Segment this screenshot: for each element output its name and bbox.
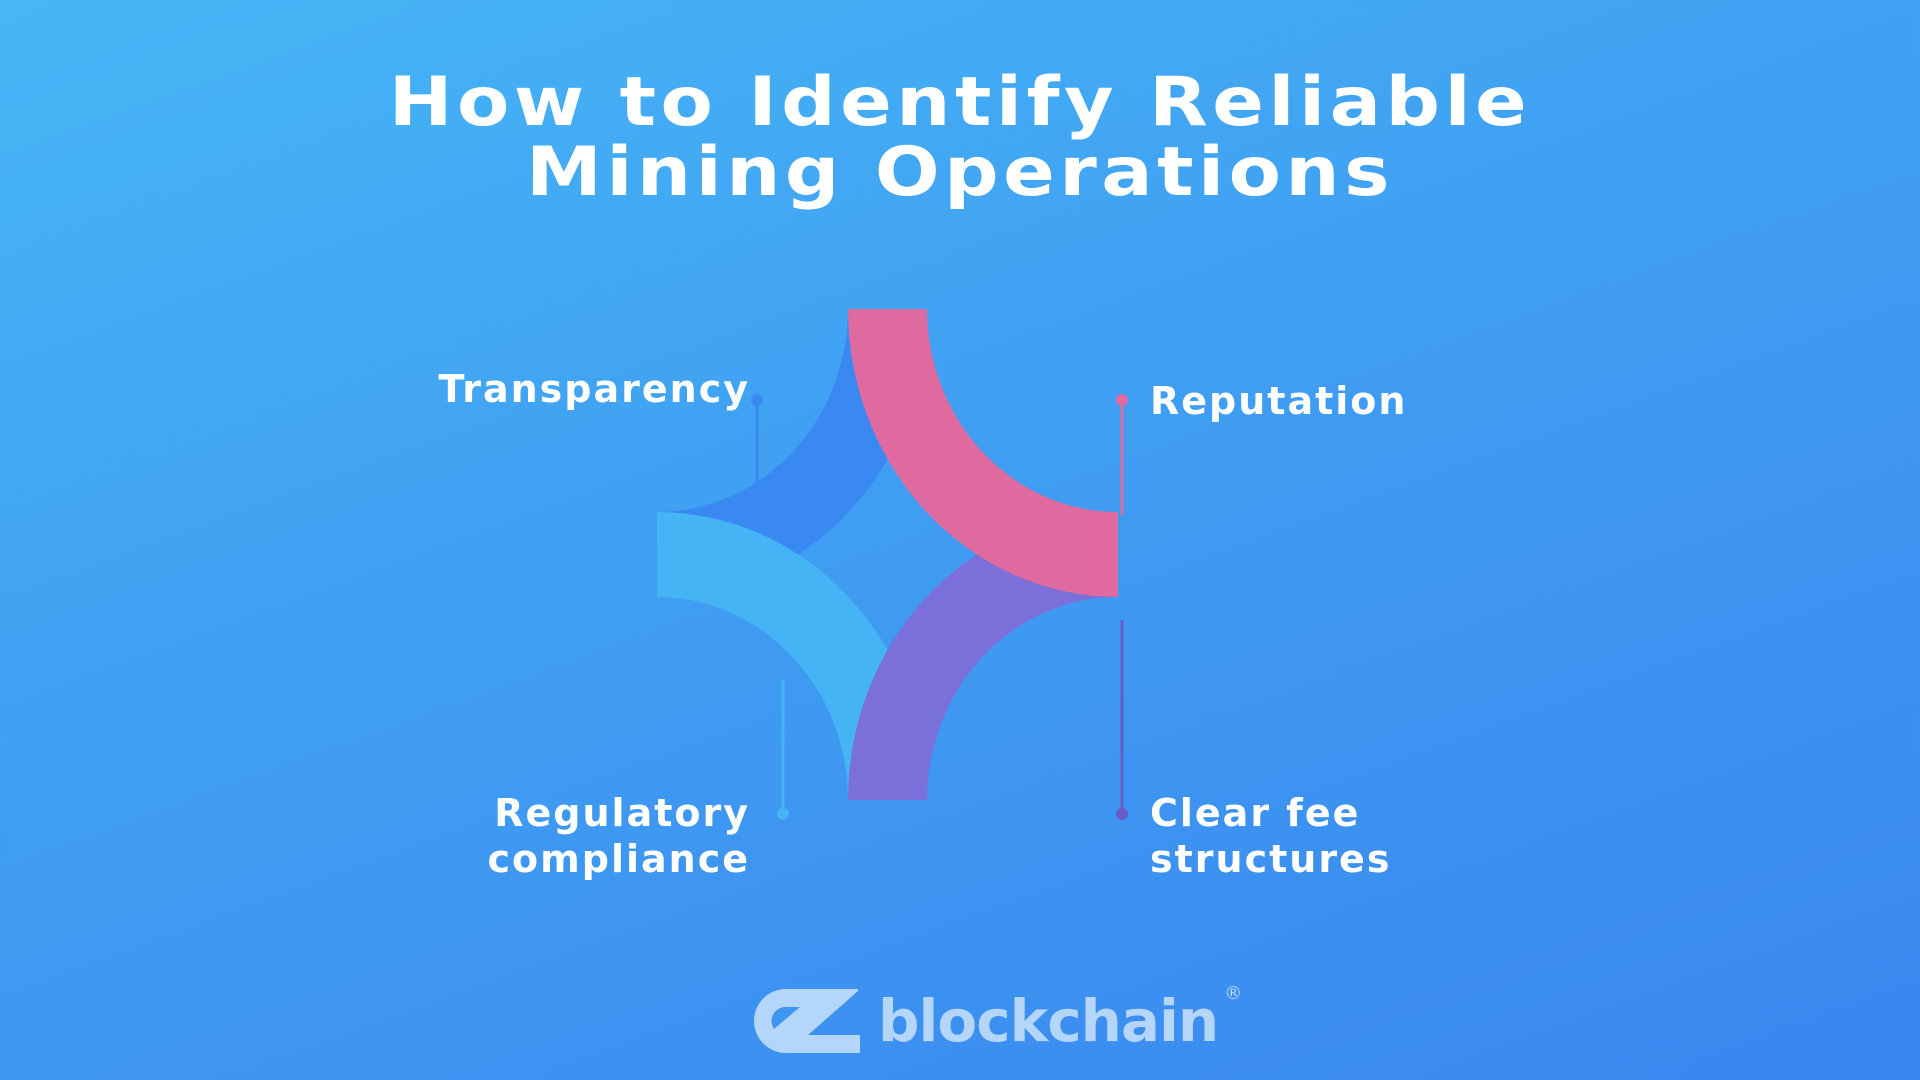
label-regulatory-compliance: Regulatory compliance [488,790,750,882]
page-title: How to Identify Reliable Mining Operatio… [0,68,1920,208]
label-line: Clear fee [1150,791,1361,835]
ezblockchain-logo: blockchain ® [750,985,1242,1057]
connector-transparency [751,394,763,505]
label-line: Reputation [1150,379,1408,423]
title-line-2: Mining Operations [526,133,1394,212]
connector-compliance [777,680,789,820]
registered-mark: ® [1224,983,1243,1004]
ez-logo-mark-icon [754,989,860,1053]
label-line: Regulatory [494,791,750,835]
label-clear-fee-structures: Clear fee structures [1150,790,1391,882]
logo-text: blockchain [878,987,1219,1055]
reputation-arc [848,309,1118,597]
label-line: Transparency [438,367,750,411]
label-line: structures [1150,837,1392,881]
label-reputation: Reputation [1150,378,1407,424]
connector-fees [1116,620,1128,820]
label-transparency: Transparency [438,366,750,412]
label-line: compliance [487,837,750,881]
connector-reputation [1116,394,1128,515]
title-line-1: How to Identify Reliable [388,63,1532,142]
